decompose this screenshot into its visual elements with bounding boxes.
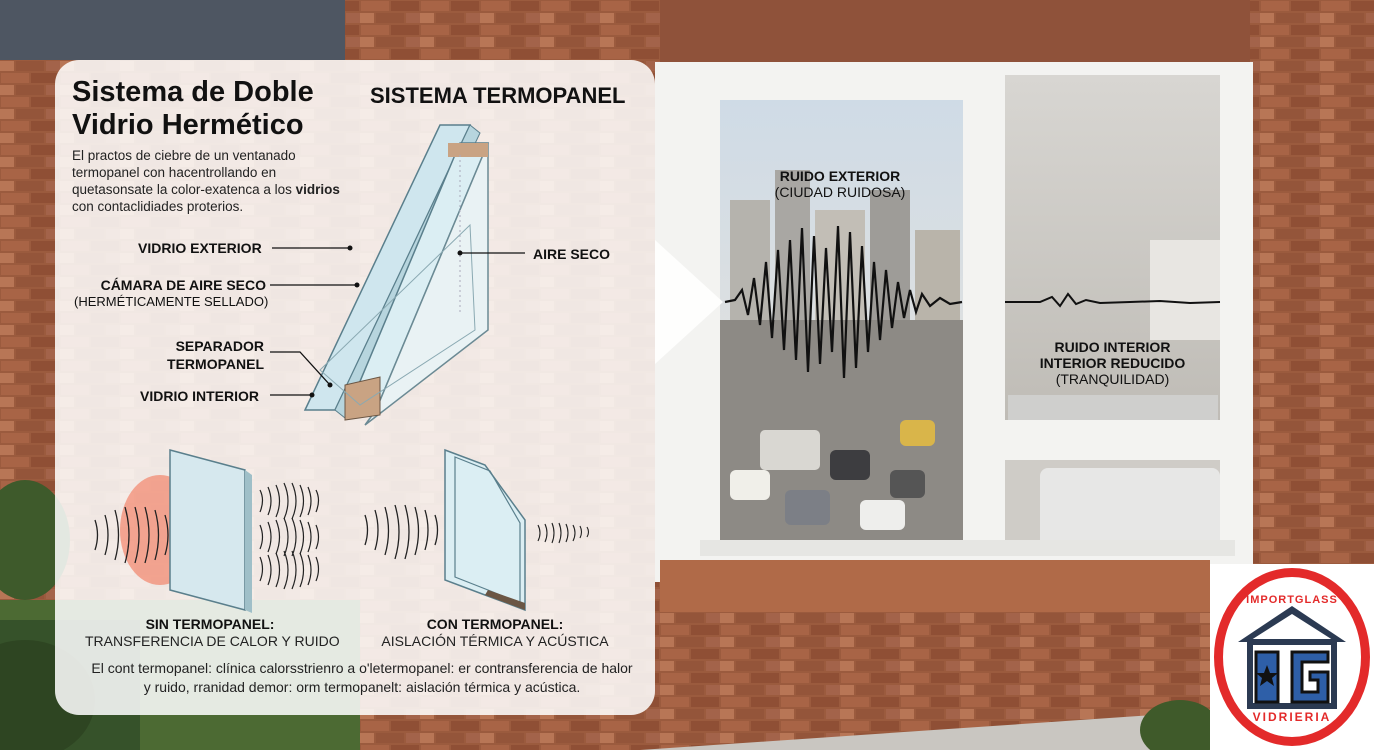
interior-noise-sub: (TRANQUILIDAD) [1055, 371, 1170, 387]
intro-text-end: con contaclidiades proterios. [72, 199, 244, 214]
diagram-subtitle: SISTEMA TERMOPANEL [370, 83, 626, 108]
intro-paragraph: El practos de ciebre de un ventanado ter… [72, 147, 342, 215]
label-vidrio-exterior: VIDRIO EXTERIOR [138, 240, 262, 256]
label-camara-aire: CÁMARA DE AIRE SECO [100, 277, 266, 293]
sin-termopanel-title: SIN TERMOPANEL: [145, 616, 275, 632]
logo-bottom-text: VIDRIERIA [1252, 710, 1332, 724]
intro-text: El practos de ciebre de un ventanado ter… [72, 148, 296, 197]
sin-termopanel-text: TRANSFERENCIA DE CALOR Y RUIDO [85, 633, 340, 649]
footnote: El cont termopanel: clínica calorsstrien… [91, 660, 633, 695]
exterior-noise-title: RUIDO EXTERIOR [779, 168, 901, 184]
double-glazing-diagram [303, 124, 490, 426]
logo-top-text: IMPORTGLASS [1246, 594, 1338, 606]
label-separador-2: TERMOPANEL [167, 356, 264, 372]
page-title: Sistema de Doble Vidrio Hermético [72, 76, 314, 141]
exterior-noise-label: RUIDO EXTERIOR (CIUDAD RUIDOSA) [735, 168, 945, 200]
intro-bold-text: vidrios [295, 182, 340, 197]
panel-pointer-arrow [655, 240, 723, 364]
label-separador-1: SEPARADOR [175, 338, 264, 354]
double-glass-illustration [364, 448, 590, 612]
interior-noise-title-1: RUIDO INTERIOR [1054, 339, 1171, 355]
logo-ring [1214, 568, 1370, 746]
single-glass-illustration [94, 449, 320, 613]
leader-lines [270, 245, 525, 398]
logo-house-icon [1238, 606, 1346, 709]
label-vidrio-interior: VIDRIO INTERIOR [140, 388, 260, 404]
interior-noise-title-2: INTERIOR REDUCIDO [1039, 355, 1186, 371]
label-aire-seco: AIRE SECO [533, 246, 611, 262]
con-termopanel-title: CON TERMOPANEL: [426, 616, 564, 632]
exterior-noise-sub: (CIUDAD RUIDOSA) [774, 184, 906, 200]
label-camara-aire-sub: (HERMÉTICAMENTE SELLADO) [74, 294, 269, 309]
interior-noise-label: RUIDO INTERIOR INTERIOR REDUCIDO (TRANQU… [1010, 339, 1215, 387]
importglass-logo: IMPORTGLASS VIDRIERIA [1210, 564, 1374, 750]
con-termopanel-text: AISLACIÓN TÉRMICA Y ACÚSTICA [381, 633, 609, 649]
